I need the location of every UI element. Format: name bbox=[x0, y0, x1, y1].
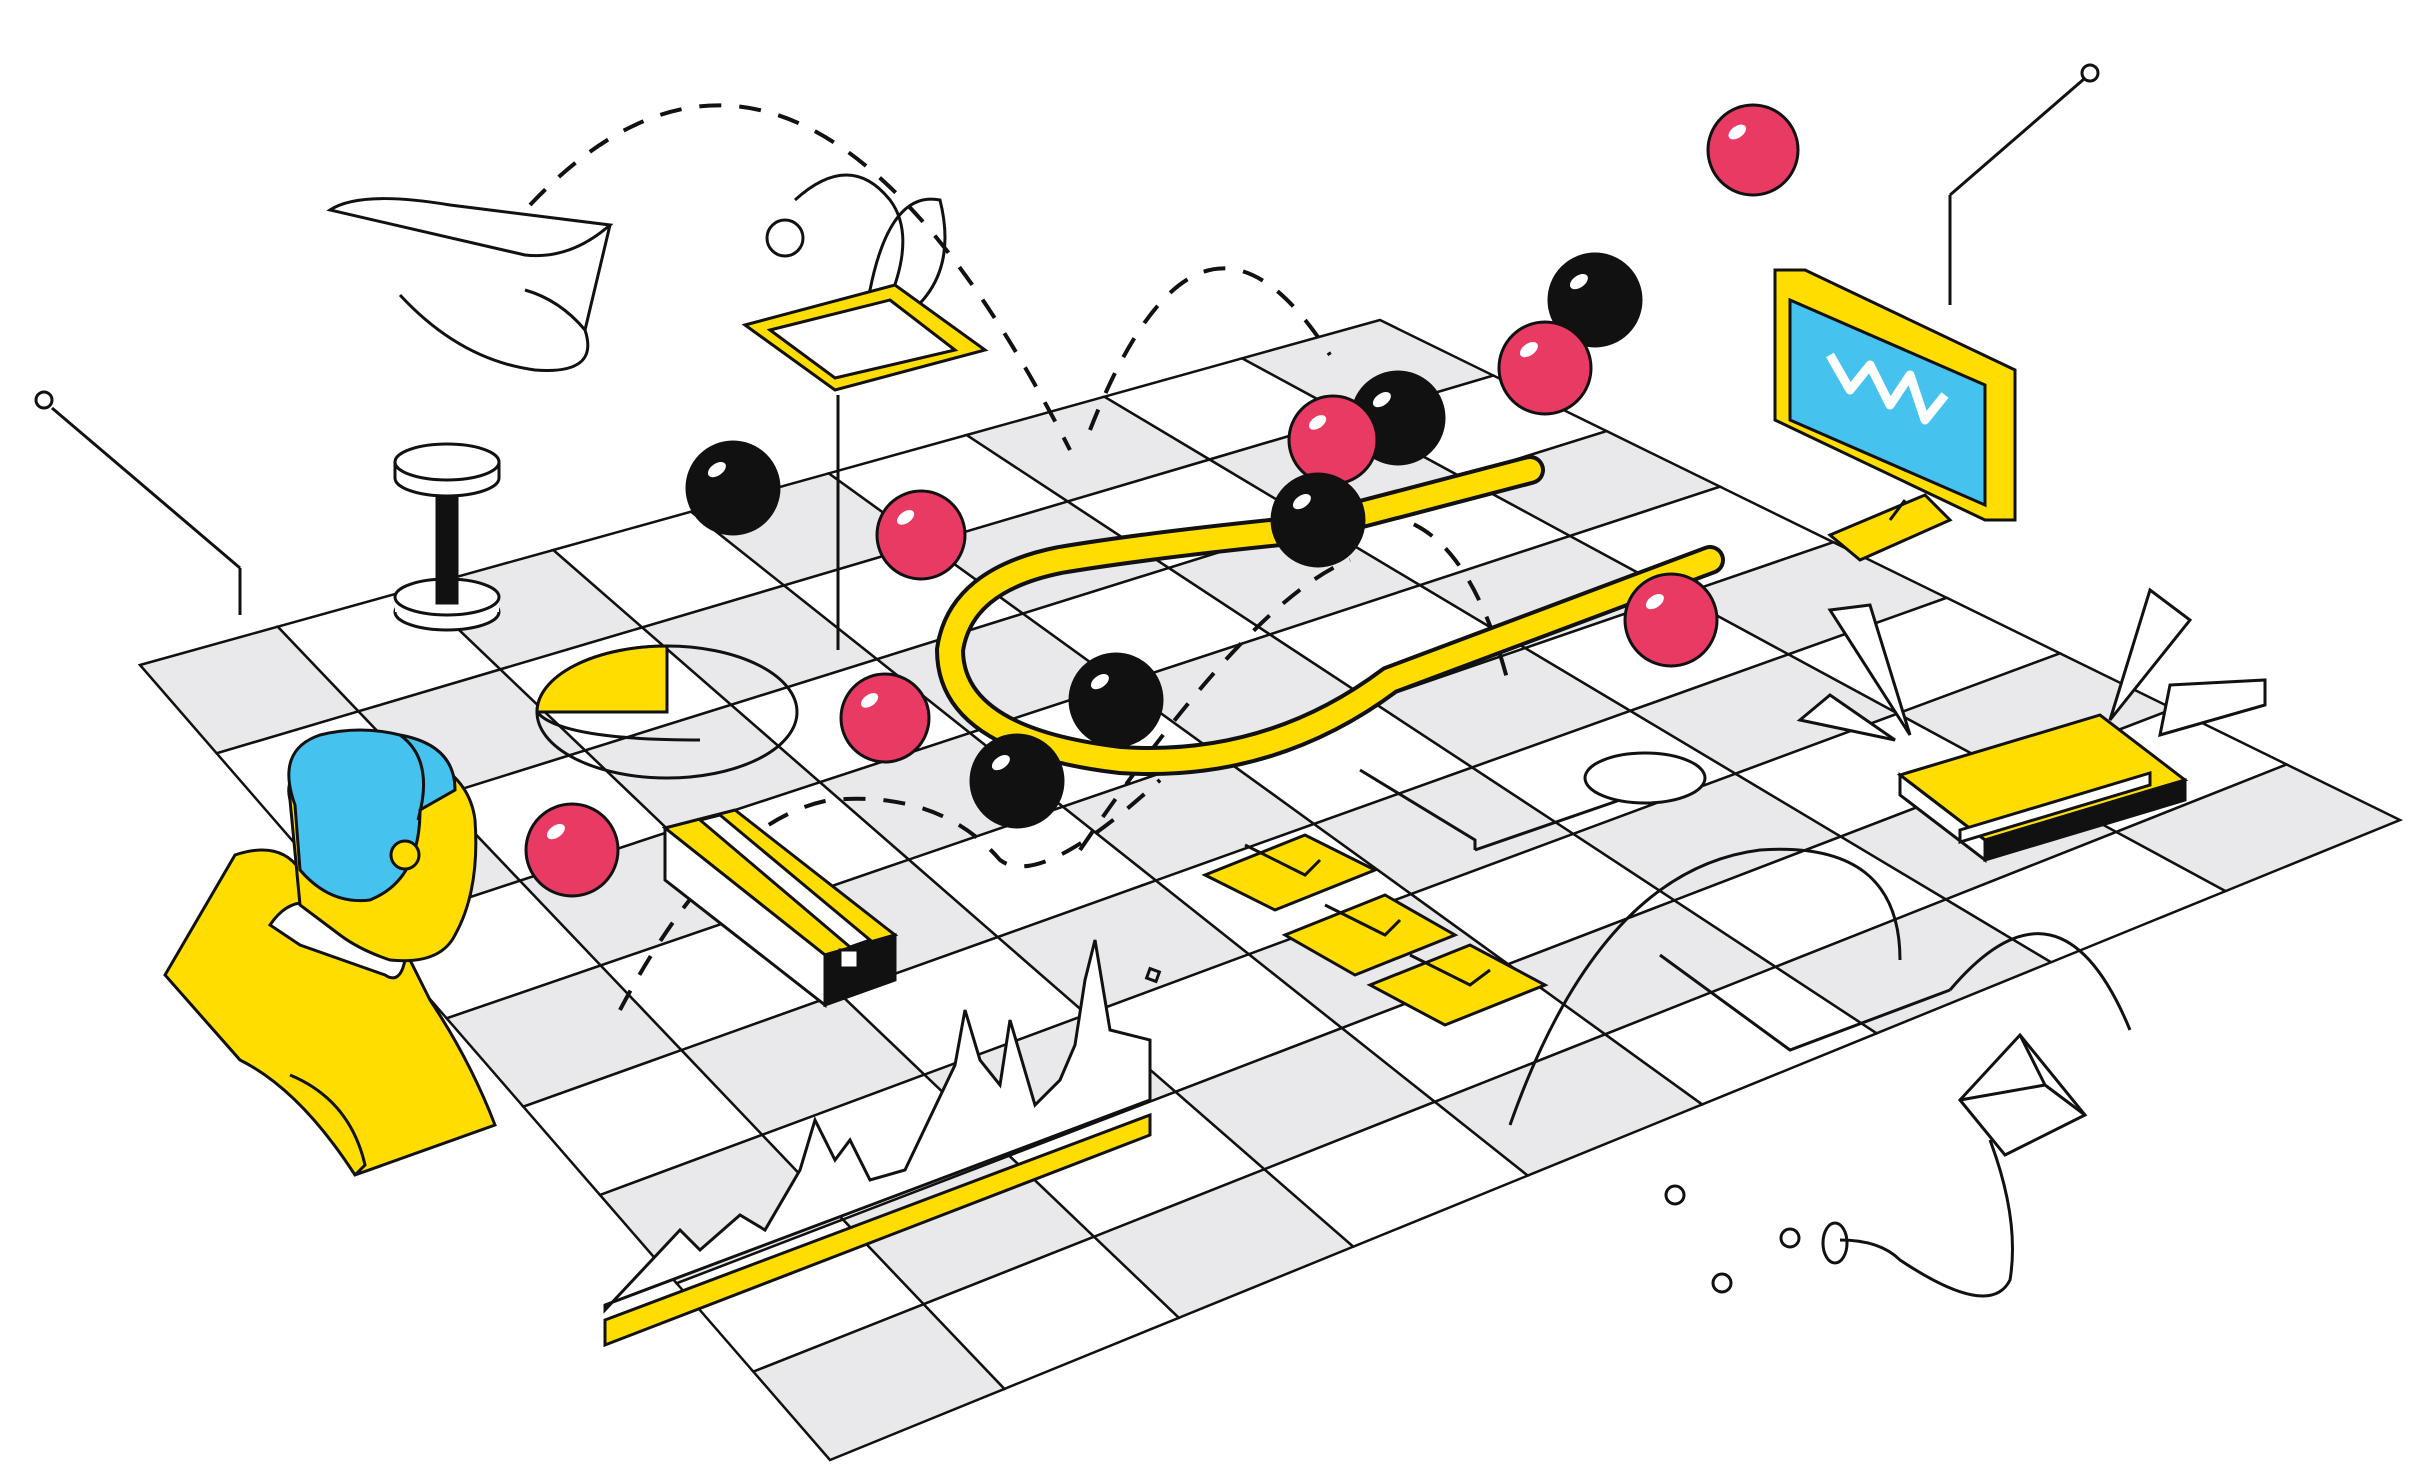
grid-cell bbox=[2113, 763, 2404, 893]
yellow-box-left bbox=[661, 808, 899, 1009]
envelope-2 bbox=[1281, 893, 1459, 977]
ball-highlight bbox=[1728, 124, 1747, 140]
red-ball bbox=[1623, 572, 1719, 668]
hollow-frame bbox=[741, 283, 989, 650]
ball-highlight bbox=[1645, 594, 1664, 610]
black-ball bbox=[969, 733, 1065, 829]
ball-highlight bbox=[707, 462, 726, 478]
ball-highlight bbox=[546, 824, 565, 840]
ball-highlight bbox=[1309, 415, 1327, 430]
monitor-with-waveform bbox=[1773, 268, 2017, 562]
ball-highlight bbox=[897, 510, 915, 525]
red-ball bbox=[524, 802, 620, 898]
black-ball bbox=[1270, 472, 1366, 568]
wing-shape bbox=[326, 197, 614, 372]
ball-highlight bbox=[991, 755, 1010, 771]
balls-group bbox=[524, 103, 1800, 898]
red-ball bbox=[875, 489, 967, 581]
red-ball bbox=[1497, 320, 1593, 416]
half-ellipse-disc bbox=[535, 644, 799, 780]
black-ball bbox=[685, 440, 781, 536]
ball-highlight bbox=[1090, 674, 1109, 690]
pin-left bbox=[34, 390, 242, 615]
pin-right bbox=[1948, 63, 2100, 305]
envelope-1 bbox=[1201, 833, 1379, 912]
arc-lines bbox=[1144, 847, 2132, 1298]
megaphone-shapes bbox=[1796, 587, 2267, 742]
black-ball bbox=[1547, 252, 1643, 348]
yellow-box-right bbox=[1896, 713, 2189, 864]
ball-highlight bbox=[1372, 392, 1391, 408]
line-chart-ribbon bbox=[603, 939, 1152, 1348]
person-figure bbox=[163, 728, 497, 1177]
red-ball bbox=[839, 672, 931, 764]
ball-highlight bbox=[861, 693, 879, 708]
envelope-3 bbox=[1366, 943, 1549, 1027]
red-ball bbox=[1706, 103, 1800, 197]
ball-highlight bbox=[1519, 342, 1538, 358]
envelopes bbox=[1201, 833, 1549, 1027]
plate-with-circle bbox=[1359, 751, 1707, 852]
ball-highlight bbox=[1292, 494, 1311, 510]
ball-highlight bbox=[1569, 274, 1588, 290]
dumbbell bbox=[393, 442, 501, 632]
black-ball bbox=[1068, 652, 1164, 748]
red-ball bbox=[1287, 394, 1379, 486]
paper-plane bbox=[1958, 1032, 2088, 1157]
yellow-tube-path bbox=[934, 455, 1725, 776]
